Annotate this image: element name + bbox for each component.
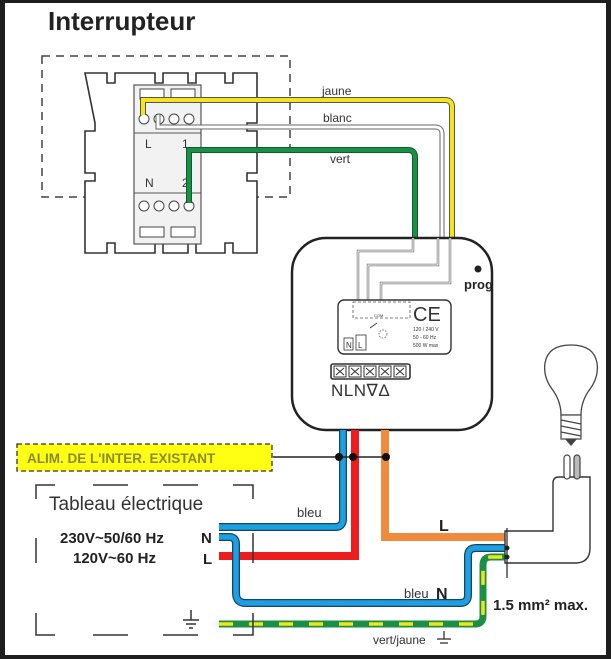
ground-icon-panel (183, 610, 199, 629)
wire-vert (187, 148, 417, 266)
panel-voltage-120: 120V~60 Hz (73, 550, 156, 567)
wire-bleu-lower-outline (219, 533, 505, 607)
panel-title: Tableau électrique (49, 494, 203, 515)
diagram-title: Interrupteur (48, 6, 195, 36)
lightbulb-icon (544, 344, 598, 446)
module-spec-power: 500 W max (413, 343, 439, 349)
panel-l-label: L (203, 551, 212, 568)
module-inner-n: N (346, 341, 352, 350)
prog-button[interactable] (474, 265, 482, 273)
panel-n-label: N (201, 530, 212, 547)
label-section: 1.5 mm² max. (493, 597, 588, 614)
wall-box-outline (41, 55, 291, 198)
module-spec-voltage: 120 / 240 V (413, 327, 439, 333)
wire-jaune (141, 98, 454, 266)
module-inner-l: L (358, 341, 363, 350)
panel-voltage-230: 230V~50/60 Hz (60, 530, 164, 547)
wire-orange (381, 430, 505, 541)
label-bleu-lower: bleu (404, 586, 429, 601)
module-spec-frequency: 50 - 60 Hz (413, 335, 437, 341)
module-com-label: COM (374, 313, 383, 318)
ground-icon-wire (437, 631, 451, 644)
existing-supply-label: ALIM. DE L'INTER. EXISTANT (27, 451, 216, 466)
label-vert-jaune: vert/jaune (373, 633, 426, 647)
switch-terminal-l: L (145, 137, 152, 151)
prog-label: prog (464, 277, 493, 292)
wire-vert-jaune-stripes (219, 555, 505, 626)
junction-dot-orange (382, 453, 390, 461)
label-vert: vert (330, 152, 351, 166)
switch-terminal-2: 2 (182, 176, 189, 190)
wiring-diagram: Interrupteur L 1 N 2 jaune blanc vert (5, 3, 606, 655)
lamp-plug (504, 454, 591, 564)
diagram-svg: Interrupteur L 1 N 2 jaune blanc vert (16, 6, 598, 647)
label-l-output: L (439, 518, 449, 535)
label-blanc: blanc (323, 111, 352, 125)
wire-rouge (219, 430, 359, 560)
wire-blanc (156, 115, 444, 266)
wire-bleu-lower (219, 534, 505, 606)
label-n-lower: N (436, 586, 448, 603)
label-bleu-upper: bleu (297, 505, 322, 520)
junction-dot-blue (335, 453, 343, 461)
wire-bleu-upper (219, 430, 346, 530)
label-jaune: jaune (321, 84, 352, 98)
module-terminal-labels: NLN∇Δ (331, 381, 390, 400)
junction-dot-red (349, 453, 357, 461)
existing-supply-label-box (16, 443, 273, 472)
switch-terminal-n: N (145, 176, 154, 190)
wire-vert-jaune (219, 553, 505, 628)
panel-frame (35, 484, 254, 636)
switch-terminal-1: 1 (182, 137, 189, 151)
ce-mark: CE (413, 304, 441, 326)
relay-module: COM CE 120 / 240 V 50 - 60 Hz 500 W max … (290, 236, 494, 432)
